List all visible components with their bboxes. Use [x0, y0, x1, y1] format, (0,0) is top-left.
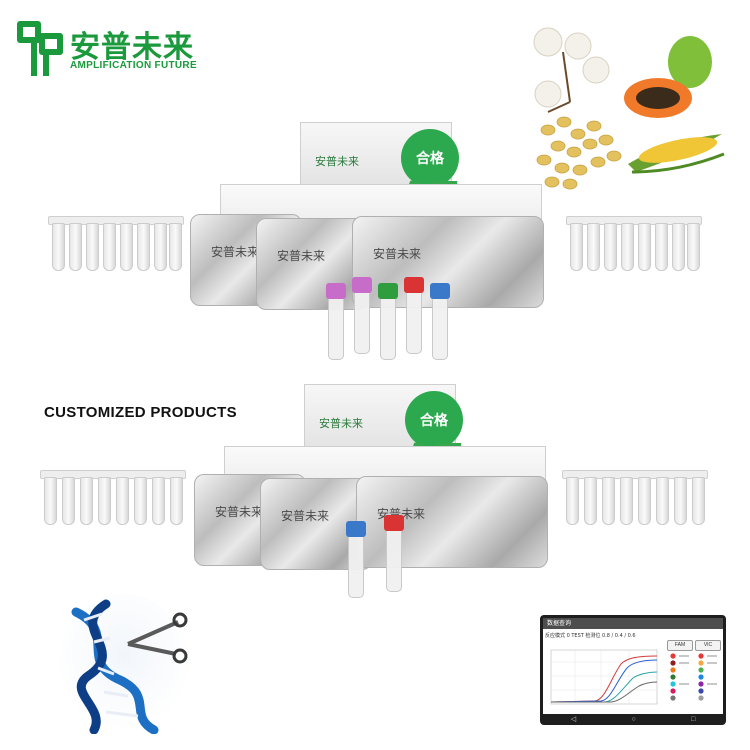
amplification-curve-plot: [550, 649, 658, 705]
reagent-tubes: [344, 515, 424, 598]
logo-icon: [17, 21, 63, 76]
back-icon[interactable]: ◁: [570, 716, 577, 723]
well-status-grid: [670, 653, 717, 701]
logo-english-name: AMPLIFICATION FUTURE: [70, 60, 197, 71]
recents-icon[interactable]: □: [691, 716, 696, 723]
qualified-badge: 合格: [401, 129, 459, 187]
channel-vic[interactable]: VIC: [695, 640, 721, 651]
crops-illustration: [533, 27, 725, 190]
qpcr-tablet: 数据查询 反应模式 0 TEST 检测位 0.8 / 0.4 / 0.6 FAM…: [540, 615, 726, 725]
tube-cap: [378, 283, 398, 299]
tube-cap: [346, 521, 366, 537]
reagent-tube: [430, 283, 450, 360]
pcr-tube-strip-left-top: [48, 216, 184, 276]
page-headline: CUSTOMIZED PRODUCTS: [44, 404, 237, 421]
soybeans-icon: [536, 116, 622, 190]
tablet-navigation-bar: ◁ ○ □: [543, 715, 723, 724]
qualified-badge: 合格: [405, 391, 463, 449]
tablet-title: 数据查询: [543, 618, 723, 629]
product-kit-customized: 合格 安普未来 AF 安普未来 安普未来 安普未来: [194, 384, 574, 604]
reagent-tube: [352, 277, 372, 354]
channel-fam[interactable]: FAM: [667, 640, 693, 651]
box-brand-label: 安普未来: [319, 417, 363, 430]
home-icon[interactable]: ○: [631, 716, 636, 723]
cotton-icon: [533, 27, 610, 113]
reagent-tube: [346, 521, 366, 598]
logo-chinese-name: 安普未来: [70, 30, 194, 65]
tube-cap: [326, 283, 346, 299]
tablet-screen: 数据查询 反应模式 0 TEST 检测位 0.8 / 0.4 / 0.6 FAM…: [543, 618, 723, 714]
tube-cap: [404, 277, 424, 293]
foil-pouch: 安普未来: [352, 216, 544, 308]
papaya-icon: [624, 36, 712, 118]
corn-icon: [628, 134, 725, 174]
pcr-tube-strip-right-bottom: [562, 470, 708, 530]
tube-cap: [430, 283, 450, 299]
reagent-tube: [384, 515, 404, 592]
tablet-toolbar: 反应模式 0 TEST 检测位 0.8 / 0.4 / 0.6: [545, 633, 636, 639]
pcr-tube-strip-right-top: [566, 216, 702, 276]
dna-scissors-icon: [60, 594, 188, 734]
foil-pouch: 安普未来: [256, 218, 368, 310]
reagent-tube: [326, 283, 346, 360]
brand-logo: 安普未来 AMPLIFICATION FUTURE: [14, 14, 214, 84]
reagent-tube: [378, 283, 398, 360]
reagent-tube: [404, 277, 424, 354]
box-brand-label: 安普未来: [315, 155, 359, 168]
tube-cap: [352, 277, 372, 293]
scissors-icon: [127, 612, 188, 664]
reagent-tubes: [324, 277, 454, 360]
tube-cap: [384, 515, 404, 531]
product-kit-standard: 合格 安普未来 AF 安普未来 安普未来 安普未来: [190, 122, 570, 360]
pcr-tube-strip-left-bottom: [40, 470, 186, 530]
